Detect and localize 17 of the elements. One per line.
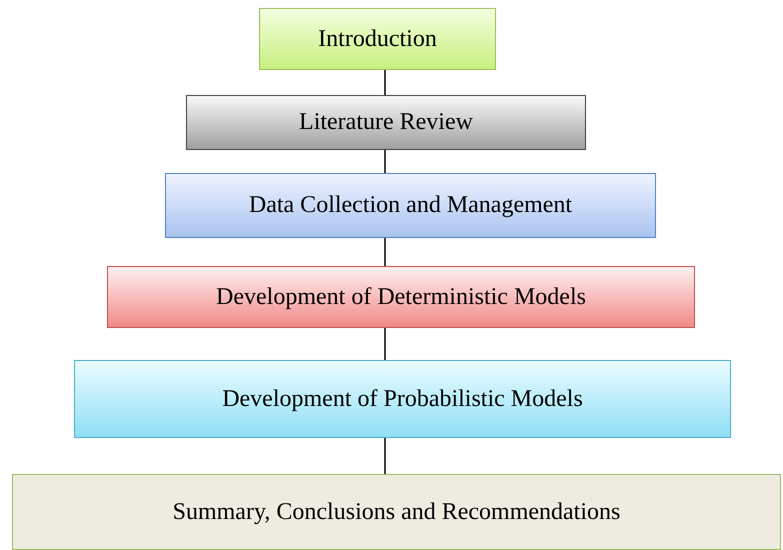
- box-label: Introduction: [318, 26, 437, 52]
- process-box: [107, 266, 695, 328]
- box-label: Literature Review: [299, 109, 473, 136]
- box-label: Data Collection and Management: [248, 192, 572, 219]
- process-box: [12, 474, 781, 550]
- box-label: Development of Deterministic Models: [216, 284, 586, 310]
- box-label: Summary, Conclusions and Recommendations: [172, 498, 620, 526]
- process-box: [165, 173, 656, 238]
- connector-line: [384, 328, 386, 360]
- connector-line: [384, 238, 386, 266]
- connector-line: [384, 438, 386, 474]
- process-box: [259, 8, 496, 70]
- box-label: Development of Probabilistic Models: [222, 386, 583, 412]
- process-box: [74, 360, 731, 438]
- process-box: [186, 95, 586, 150]
- connector-line: [384, 150, 386, 173]
- connector-line: [384, 70, 386, 95]
